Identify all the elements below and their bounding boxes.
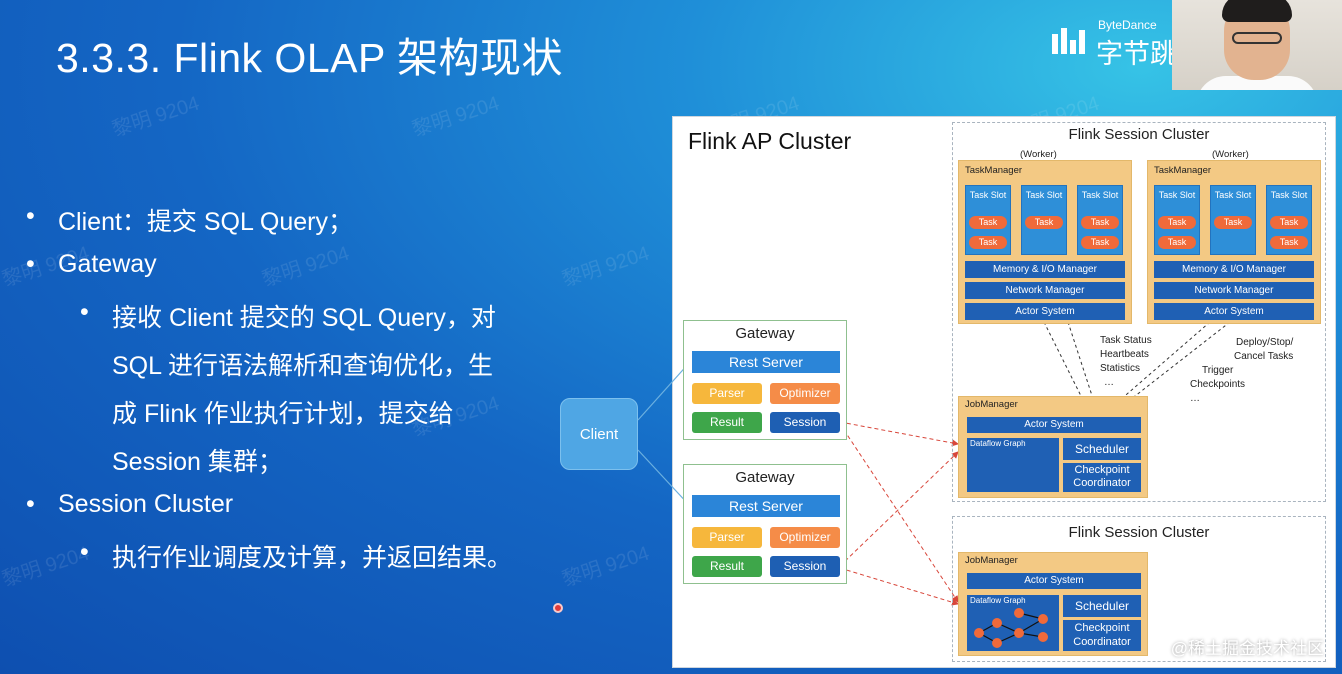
result: Result xyxy=(692,412,762,433)
optimizer: Optimizer xyxy=(770,527,840,548)
gateway-title: Gateway xyxy=(735,325,795,342)
recording-indicator-icon xyxy=(553,603,563,613)
session-cluster-bottom xyxy=(952,516,1326,662)
checkpoint-coordinator: Checkpoint Coordinator xyxy=(1063,620,1141,651)
task-slot: Task Slot Task Task xyxy=(1154,185,1200,255)
actor-system: Actor System xyxy=(967,417,1141,433)
actor-system: Actor System xyxy=(965,303,1125,320)
rest-server: Rest Server xyxy=(692,351,840,373)
session: Session xyxy=(770,556,840,577)
optimizer: Optimizer xyxy=(770,383,840,404)
task-slot: Task Slot Task Task xyxy=(965,185,1011,255)
task-slot: Task Slot Task Task xyxy=(1266,185,1312,255)
session: Session xyxy=(770,412,840,433)
task-slot: Task Slot Task Task xyxy=(1077,185,1123,255)
scheduler: Scheduler xyxy=(1063,438,1141,460)
bytedance-bars-icon xyxy=(1052,28,1088,54)
footer-watermark: @稀土掘金技术社区 xyxy=(1170,639,1324,658)
notes-right: Deploy/Stop/ Cancel Tasks Trigger Checkp… xyxy=(1190,337,1294,404)
parser: Parser xyxy=(692,527,762,548)
bullet-gateway-sub: Session 集群； xyxy=(112,448,283,476)
memory-manager: Memory & I/O Manager xyxy=(1154,261,1314,278)
network-manager: Network Manager xyxy=(1154,282,1314,299)
actor-system: Actor System xyxy=(1154,303,1314,320)
network-manager: Network Manager xyxy=(965,282,1125,299)
bullet-gateway-sub: SQL 进行语法解析和查询优化，生 xyxy=(112,352,494,380)
jobmanager-label: JobManager xyxy=(965,399,1018,410)
worker-label: (Worker) xyxy=(1212,149,1249,160)
jobmanager: JobManager Actor System Dataflow Graph S… xyxy=(958,552,1148,656)
brand-small: ByteDance xyxy=(1098,18,1157,32)
taskmanager: TaskManager Task Slot Task Task Task Slo… xyxy=(1147,160,1321,324)
taskmanager-label: TaskManager xyxy=(1154,165,1212,176)
actor-system: Actor System xyxy=(967,573,1141,589)
task-slot: Task Slot Task xyxy=(1021,185,1067,255)
gateway-title: Gateway xyxy=(735,469,795,486)
result: Result xyxy=(692,556,762,577)
parser: Parser xyxy=(692,383,762,404)
taskmanager-label: TaskManager xyxy=(965,165,1023,176)
gateway-box: Gateway Rest Server Parser Optimizer Res… xyxy=(683,320,847,440)
notes-left: Task Status Heartbeats Statistics … xyxy=(1100,335,1152,388)
panel-title: Flink AP Cluster xyxy=(688,128,852,154)
session-cluster-top xyxy=(952,122,1326,502)
bullet-client: Client：提交 SQL Query； xyxy=(58,208,353,236)
bullet-gateway-sub: 接收 Client 提交的 SQL Query，对 xyxy=(112,304,496,332)
taskmanager: TaskManager Task Slot Task Task Task Slo… xyxy=(958,160,1132,324)
checkpoint-coordinator: Checkpoint Coordinator xyxy=(1063,463,1141,492)
dataflow-graph: Dataflow Graph xyxy=(967,595,1059,651)
client-node: Client xyxy=(560,398,638,470)
session-cluster-title: Flink Session Cluster xyxy=(1068,524,1210,541)
memory-manager: Memory & I/O Manager xyxy=(965,261,1125,278)
bullet-gateway-sub: 成 Flink 作业执行计划，提交给 xyxy=(112,400,454,428)
presenter-camera xyxy=(1172,0,1342,90)
jobmanager: JobManager Actor System Dataflow Graph S… xyxy=(958,396,1148,498)
slide-title: 3.3.3. Flink OLAP 架构现状 xyxy=(56,35,563,81)
bullet-session-sub: 执行作业调度及计算，并返回结果。 xyxy=(112,544,513,572)
gateway-box: Gateway Rest Server Parser Optimizer Res… xyxy=(683,464,847,584)
bullet-session-cluster: Session Cluster xyxy=(58,490,234,518)
rest-server: Rest Server xyxy=(692,495,840,517)
scheduler: Scheduler xyxy=(1063,595,1141,617)
worker-label: (Worker) xyxy=(1020,149,1057,160)
jobmanager-label: JobManager xyxy=(965,555,1018,566)
dataflow-graph: Dataflow Graph xyxy=(967,438,1059,492)
bullet-gateway: Gateway xyxy=(58,250,157,278)
session-cluster-title: Flink Session Cluster xyxy=(1068,126,1210,143)
dataflow-graph-icon xyxy=(974,608,1048,648)
task-slot: Task Slot Task xyxy=(1210,185,1256,255)
